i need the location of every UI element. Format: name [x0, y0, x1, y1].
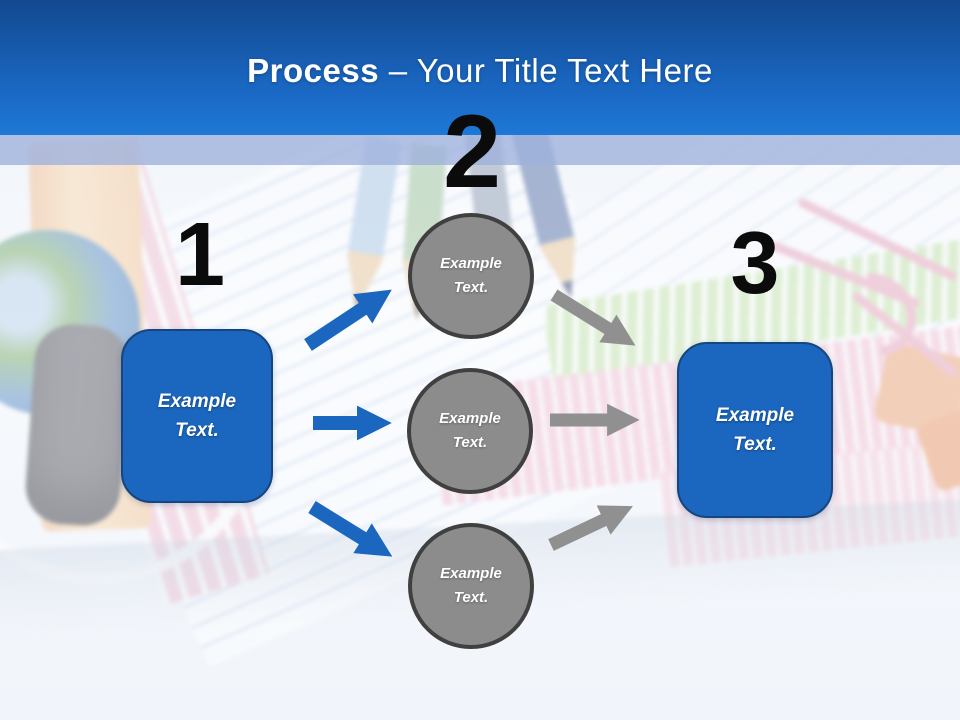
- process-box-right: Example Text.: [677, 342, 833, 518]
- process-circle-top-label: Example Text.: [440, 255, 502, 296]
- process-circle-bottom-label: Example Text.: [440, 565, 502, 606]
- slide-title-keyword: Process: [247, 52, 380, 89]
- process-circle-middle-label: Example Text.: [439, 410, 501, 451]
- step-number-2: 2: [443, 94, 501, 210]
- process-box-right-label: Example Text.: [715, 404, 795, 455]
- process-circle-top: Example Text.: [408, 213, 534, 339]
- title-banner: Process – Your Title Text Here: [0, 0, 960, 135]
- slide-title-rest: – Your Title Text Here: [388, 52, 713, 89]
- banner-underlay-strip: [0, 135, 960, 165]
- step-number-3: 3: [730, 213, 780, 312]
- slide-title: Process – Your Title Text Here: [0, 52, 960, 90]
- step-number-1: 1: [174, 205, 226, 305]
- process-circle-bottom: Example Text.: [408, 523, 534, 649]
- process-box-left: Example Text.: [121, 329, 273, 503]
- process-circle-middle: Example Text.: [407, 368, 533, 494]
- process-box-left-label: Example Text.: [157, 390, 237, 441]
